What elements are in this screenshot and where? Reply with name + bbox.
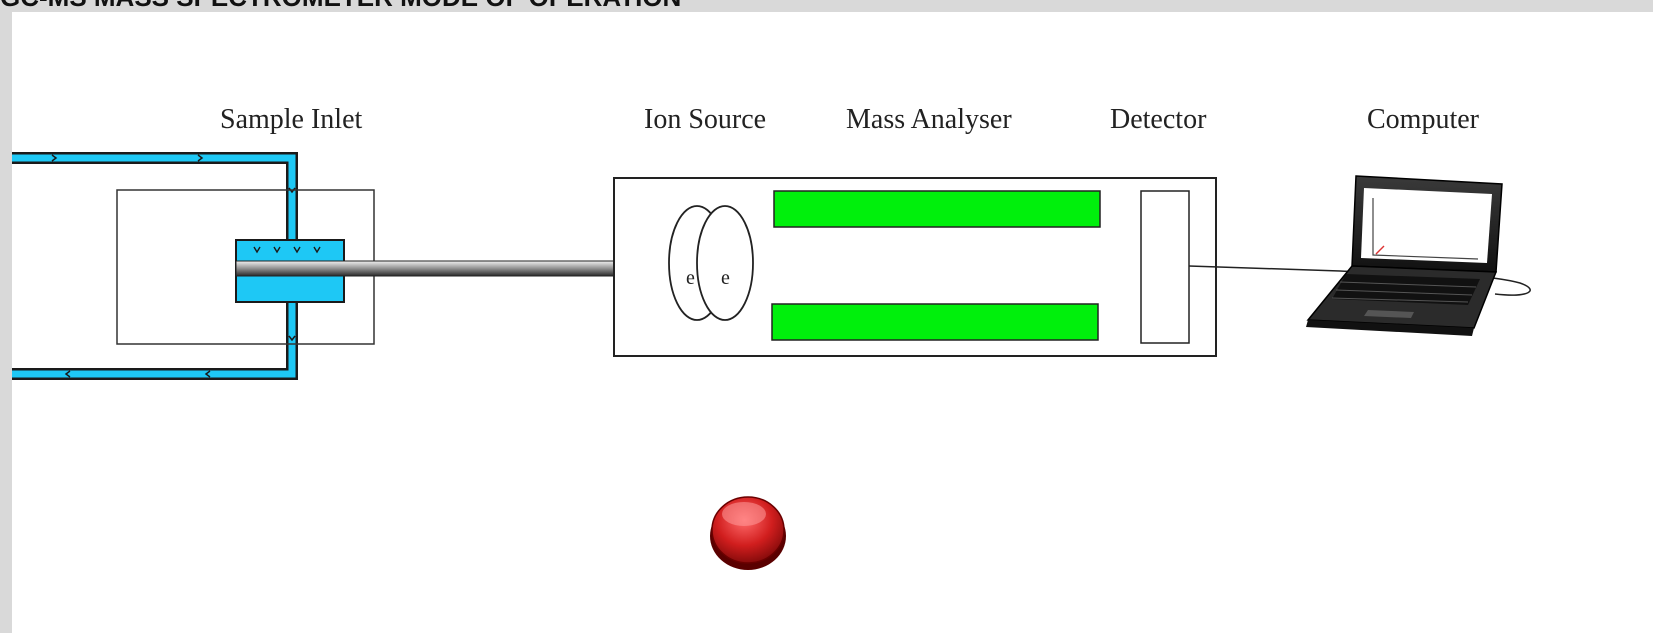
analyser-plate-top	[773, 190, 1101, 228]
ion-source-label: Ion Source	[644, 104, 767, 135]
mass-analyser-label: Mass Analyser	[846, 104, 1012, 135]
computer-label: Computer	[1367, 104, 1479, 135]
electron-mark: e	[721, 267, 730, 289]
transfer-line	[235, 260, 615, 277]
electron-mark: e	[686, 267, 695, 289]
start-button[interactable]	[710, 496, 786, 570]
diagram-title: GC-MS MASS SPECTROMETER MODE OF OPERATIO…	[0, 0, 681, 10]
sample-inlet-label: Sample Inlet	[220, 104, 363, 135]
carrier-gas-flow-tube	[12, 152, 298, 380]
detector-box	[1140, 190, 1190, 344]
ion-source-discs	[668, 205, 754, 321]
laptop-icon	[1306, 175, 1503, 336]
detector-label: Detector	[1110, 104, 1207, 135]
analyser-plate-bottom	[771, 303, 1099, 341]
